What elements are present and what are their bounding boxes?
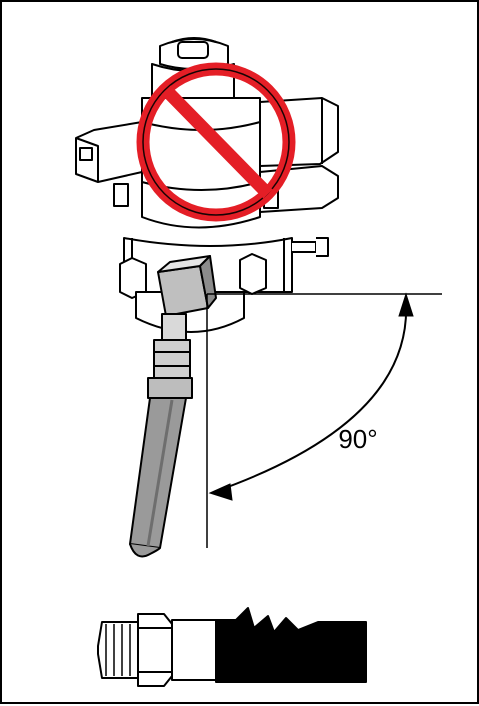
damaged-hose-detail xyxy=(97,598,367,687)
angle-indicator xyxy=(206,292,442,548)
hose xyxy=(129,397,187,558)
no-symbol-icon xyxy=(136,62,296,222)
angle-label: 90° xyxy=(338,424,377,454)
elbow-fitting xyxy=(147,255,217,399)
